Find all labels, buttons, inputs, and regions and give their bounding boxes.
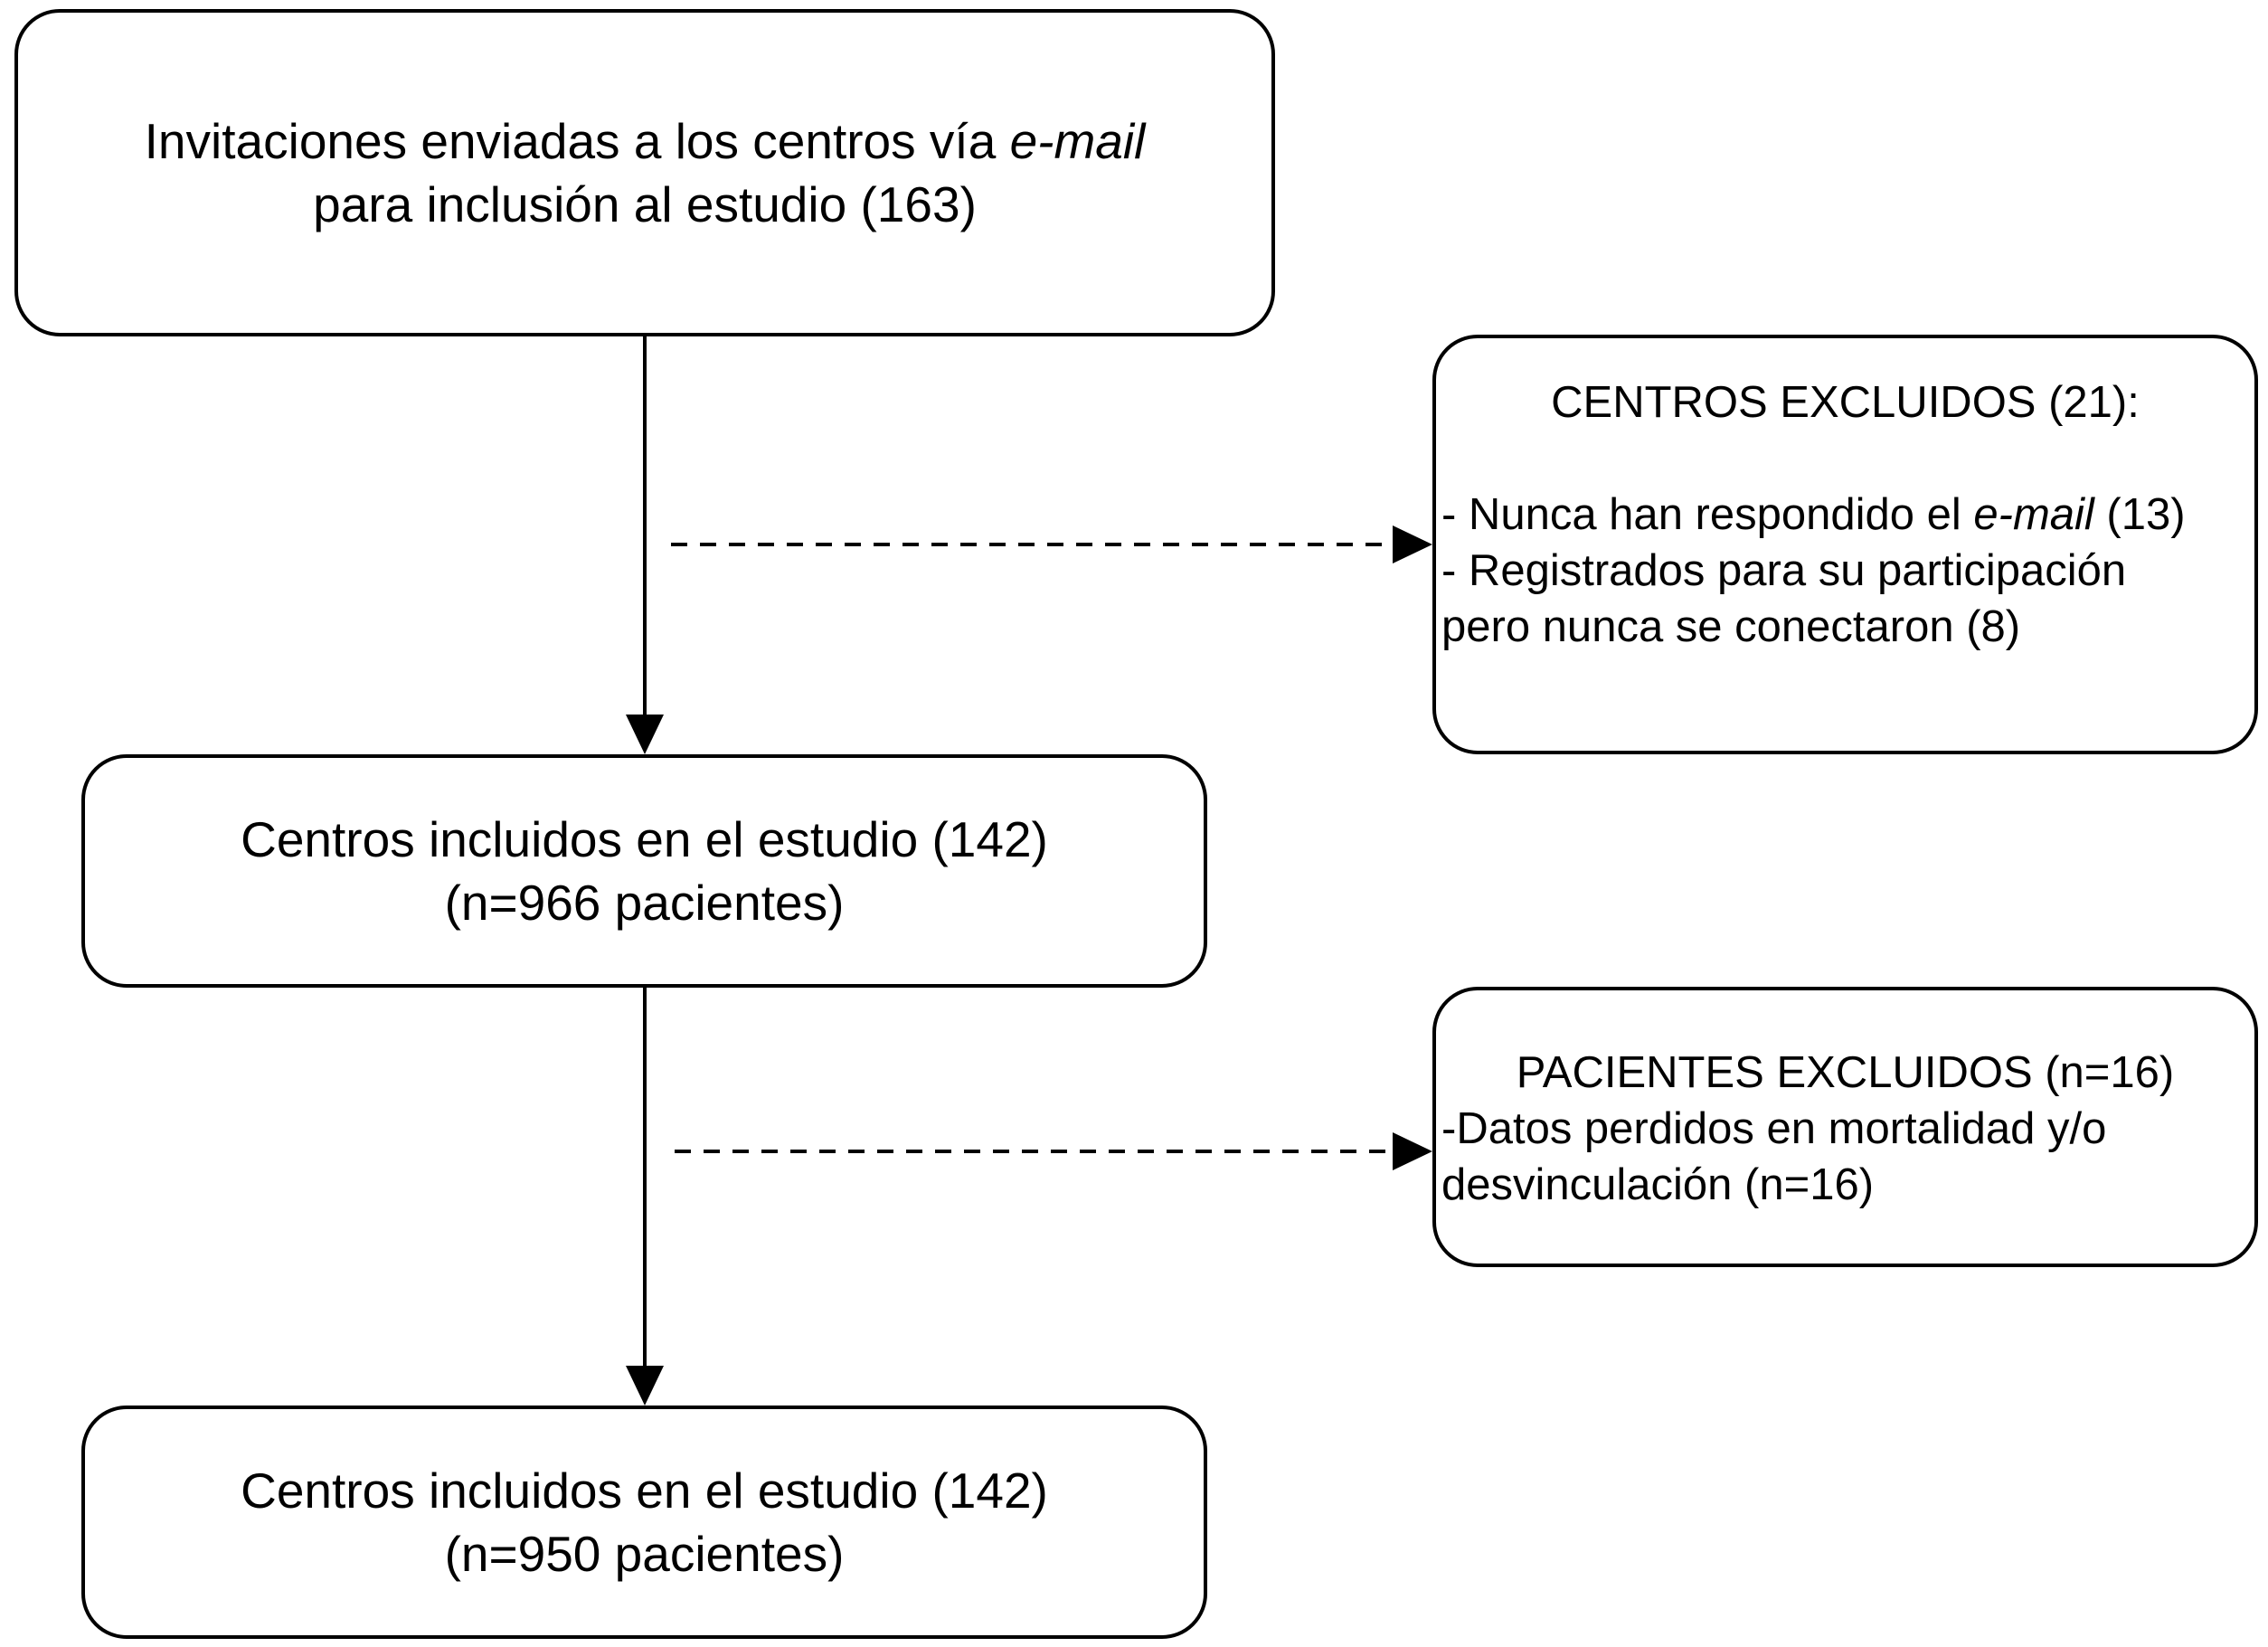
email-italic: e-mail	[1009, 113, 1146, 169]
invitations-line-1: Invitaciones enviadas a los centros vía …	[144, 113, 1146, 169]
excluded-patients-title: PACIENTES EXCLUIDOS (n=16)	[1516, 1048, 2175, 1097]
excluded-patients-box: PACIENTES EXCLUIDOS (n=16) -Datos perdid…	[1432, 987, 2258, 1267]
excluded-centers-title: CENTROS EXCLUIDOS (21):	[1551, 378, 2140, 427]
invitations-line-2: para inclusión al estudio (163)	[313, 176, 977, 232]
excluded-patients-item-line-2: desvinculación (n=16)	[1441, 1160, 1875, 1209]
spacer	[1441, 431, 2249, 487]
arrowhead-to-excluded-patients	[1393, 1132, 1432, 1170]
invitations-box: Invitaciones enviadas a los centros vía …	[14, 9, 1275, 336]
excluded-centers-item-2-line-1: - Registrados para su participación	[1441, 546, 2127, 595]
email-italic: e-mail	[1973, 490, 2094, 539]
excluded-centers-box: CENTROS EXCLUIDOS (21): - Nunca han resp…	[1432, 335, 2258, 754]
included-centers-box-1: Centros incluidos en el estudio (142) (n…	[81, 754, 1207, 988]
included-centers-1-line-1: Centros incluidos en el estudio (142)	[241, 811, 1048, 867]
excluded-patients-item-line-1: -Datos perdidos en mortalidad y/o	[1441, 1104, 2107, 1153]
included-centers-box-2: Centros incluidos en el estudio (142) (n…	[81, 1406, 1207, 1639]
excluded-centers-item-1: - Nunca han respondido el e-mail (13)	[1441, 490, 2186, 539]
included-centers-1-line-2: (n=966 pacientes)	[444, 875, 845, 931]
arrowhead-included-to-final	[626, 1366, 664, 1406]
included-centers-2-line-2: (n=950 pacientes)	[444, 1526, 845, 1582]
arrowhead-invitations-to-included	[626, 715, 664, 754]
arrowhead-to-excluded-centers	[1393, 525, 1432, 563]
excluded-centers-item-2-line-2: pero nunca se conectaron (8)	[1441, 602, 2021, 651]
included-centers-2-line-1: Centros incluidos en el estudio (142)	[241, 1462, 1048, 1519]
